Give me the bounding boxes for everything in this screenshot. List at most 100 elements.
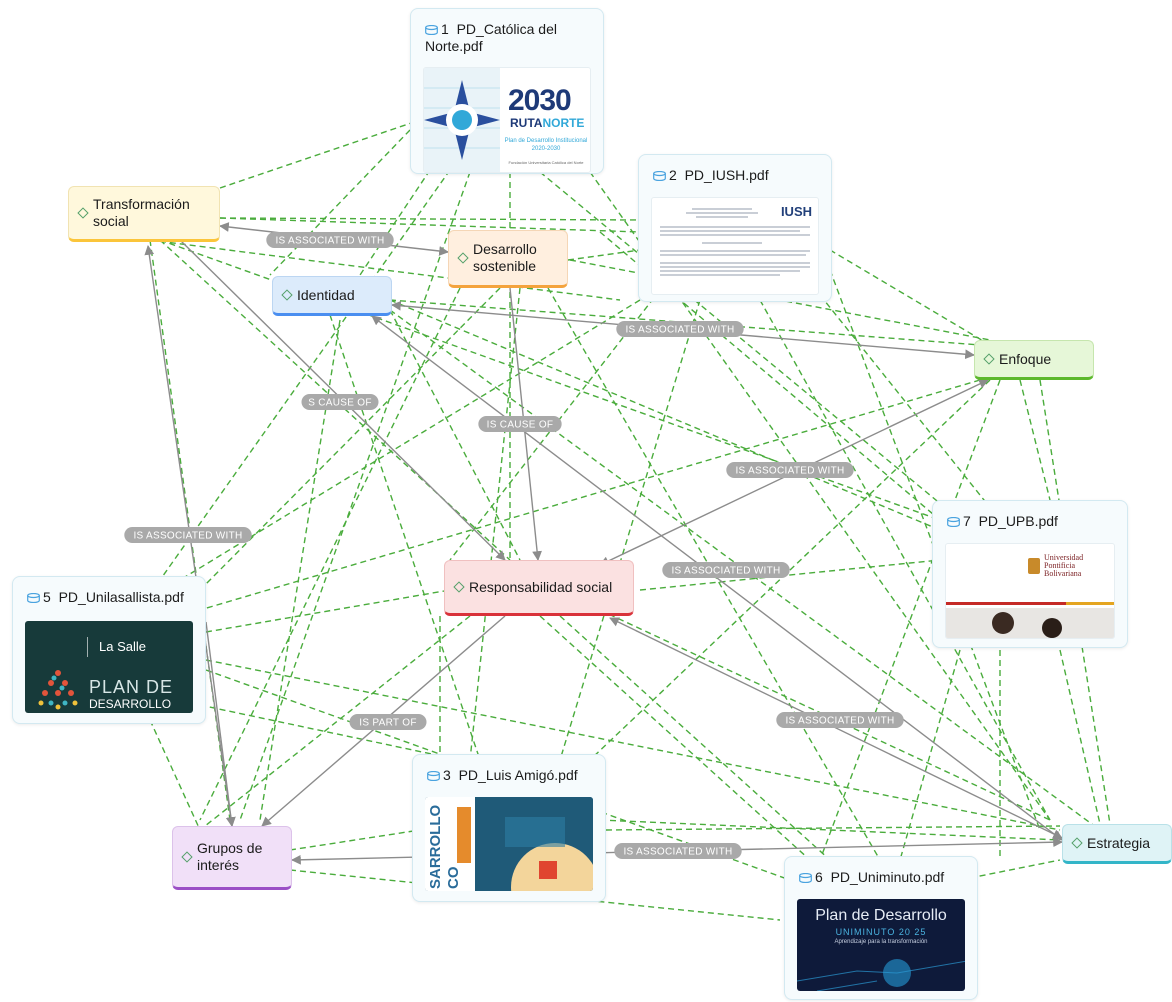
thumb-photo	[946, 608, 1114, 638]
concept-label: Estrategia	[1087, 834, 1151, 851]
concept-label: Identidad	[297, 286, 355, 303]
concept-icon	[281, 289, 293, 301]
thumb-logo: IUSH	[780, 204, 812, 219]
mention-edge	[1059, 649, 1101, 825]
mention-edge	[289, 829, 421, 851]
document-title: 2 PD_IUSH.pdf	[653, 167, 823, 184]
mention-edge	[567, 249, 641, 261]
concept-icon	[1071, 837, 1083, 849]
document-title: 1 PD_Católica del Norte.pdf	[425, 21, 595, 55]
document-thumbnail: IUSH	[651, 197, 819, 295]
document-number: 5	[43, 589, 51, 605]
document-number: 7	[963, 513, 971, 529]
relation-label-text: IS ASSOCIATED WITH	[735, 466, 844, 477]
document-icon	[27, 593, 40, 603]
document-thumbnail: Plan de Desarrollo UNIMINUTO 20 25 Apren…	[797, 899, 965, 991]
document-thumbnail: La Salle PLAN DE DESARROLLO	[25, 621, 193, 713]
mention-edge	[149, 239, 621, 301]
thumb-graphic	[475, 797, 593, 891]
mention-edge	[289, 869, 781, 921]
document-title: 7 PD_UPB.pdf	[947, 513, 1119, 530]
thumb-tree	[38, 670, 78, 710]
document-number: 1	[441, 21, 449, 37]
thumb-vertical-text: SARROLLO	[427, 804, 444, 889]
mention-edge	[205, 589, 451, 633]
thumb-vertical-text-2: CO	[445, 866, 462, 890]
thumb-plan: PLAN DE	[89, 677, 174, 697]
mention-edge	[589, 379, 991, 761]
mention-edge	[1019, 379, 1051, 501]
mention-edge	[219, 217, 641, 233]
relation-label: IS ASSOCIATED WITH	[726, 462, 854, 478]
relation-labels: IS ASSOCIATED WITH IS ASSOCIATED WITH S CA…	[124, 232, 904, 859]
relation-label: IS ASSOCIATED WITH	[614, 843, 742, 859]
thumb-footer: Fundación Universitaria Católica del Nor…	[508, 160, 584, 165]
document-name: PD_Luis Amigó.pdf	[458, 767, 578, 783]
thumb-plan: Plan de Desarrollo Institucional	[504, 138, 588, 144]
document-name: PD_IUSH.pdf	[684, 167, 769, 183]
document-icon	[799, 873, 812, 883]
mention-edge	[199, 615, 471, 831]
mention-edge	[199, 287, 461, 821]
document-thumbnail: 2030 RUTANORTE Plan de Desarrollo Instit…	[423, 67, 591, 173]
mention-edge	[205, 659, 1061, 831]
concept-icon	[77, 207, 89, 219]
document-icon	[947, 517, 960, 527]
thumb-title: Plan de Desarrollo	[815, 907, 947, 924]
concept-icon	[457, 252, 469, 264]
mention-edge	[219, 119, 421, 189]
thumb-years: 2020-2030	[531, 146, 561, 152]
concept-label: Responsabilidad social	[469, 578, 613, 595]
thumb-crest	[1028, 558, 1040, 574]
mention-edge	[199, 287, 501, 591]
relation-label: IS CAUSE OF	[478, 416, 562, 432]
document-thumbnail: SARROLLO CO	[425, 797, 593, 891]
relation-label: IS ASSOCIATED WITH	[616, 321, 744, 337]
document-number: 3	[443, 767, 451, 783]
mention-edge	[149, 719, 201, 831]
relation-edge	[205, 621, 236, 827]
relation-label: IS ASSOCIATED WITH	[776, 712, 904, 728]
mention-edge	[469, 287, 521, 761]
relation-label-text: IS CAUSE OF	[487, 420, 554, 431]
mention-edge	[389, 309, 521, 561]
document-icon	[425, 25, 438, 35]
relation-label-text: IS PART OF	[359, 718, 416, 729]
document-title: 3 PD_Luis Amigó.pdf	[427, 767, 597, 784]
thumb-tag: Aprendizaje para la transformación	[834, 939, 928, 945]
document-node-catolica[interactable]: 1 PD_Católica del Norte.pdf 2030 RUTANOR…	[410, 8, 604, 174]
thumb-graphic	[797, 959, 965, 991]
document-icon	[653, 171, 666, 181]
relation-label-text: IS ASSOCIATED WITH	[133, 531, 242, 542]
concept-node-identidad[interactable]: Identidad	[272, 276, 392, 316]
mention-edge	[219, 217, 641, 221]
relation-label: IS ASSOCIATED WITH	[662, 562, 790, 578]
relation-label-text: IS ASSOCIATED WITH	[785, 716, 894, 727]
thumb-text-lines	[660, 208, 810, 276]
mention-edge	[605, 825, 1061, 831]
document-name: PD_Unilasallista.pdf	[58, 589, 184, 605]
relation-label: IS PART OF	[349, 714, 427, 730]
relation-label-text: S CAUSE OF	[308, 398, 372, 409]
mention-edge	[239, 171, 471, 821]
relation-label-text: IS ASSOCIATED WITH	[275, 236, 384, 247]
concept-node-estrategia[interactable]: Estrategia	[1062, 824, 1172, 864]
document-node-unilasallista[interactable]: 5 PD_Unilasallista.pdf La Salle PLAN DE …	[12, 576, 206, 724]
mention-edge	[269, 129, 411, 276]
concept-node-responsabilidad-social[interactable]: Responsabilidad social	[444, 560, 634, 616]
document-node-amigo[interactable]: 3 PD_Luis Amigó.pdf SARROLLO CO	[412, 754, 606, 902]
document-node-uniminuto[interactable]: 6 PD_Uniminuto.pdf Plan de Desarrollo UN…	[784, 856, 978, 1000]
concept-node-enfoque[interactable]: Enfoque	[974, 340, 1094, 380]
relation-label: IS ASSOCIATED WITH	[266, 232, 394, 248]
mention-edge	[559, 299, 701, 761]
concept-icon	[453, 581, 465, 593]
document-node-iush[interactable]: 2 PD_IUSH.pdf IUSH	[638, 154, 832, 302]
relation-label: IS ASSOCIATED WITH	[124, 527, 252, 543]
